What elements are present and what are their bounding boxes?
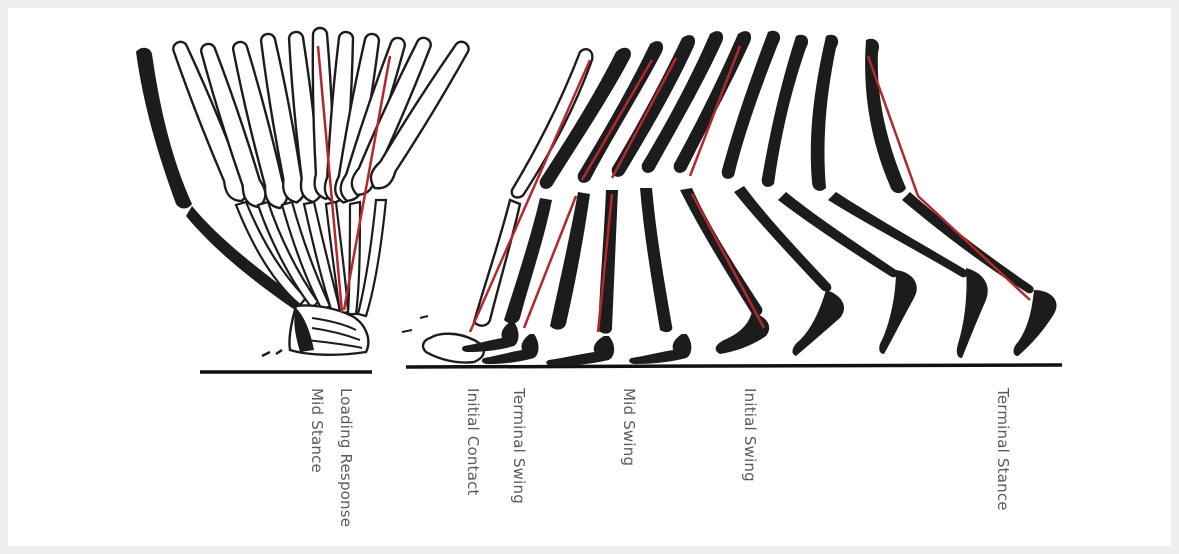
label-mid-swing: Mid Swing [620,388,638,466]
label-mid-stance: Mid Stance [308,388,326,473]
label-terminal-swing: Terminal Swing [510,388,528,504]
swing-sequence-group [402,31,1057,366]
stance-fan-group [136,28,474,356]
label-initial-swing: Initial Swing [741,388,759,482]
label-initial-contact: Initial Contact [464,388,482,496]
ground-line-right [406,365,1062,367]
label-loading-response: Loading Response [337,388,355,527]
label-terminal-stance: Terminal Stance [994,388,1012,511]
